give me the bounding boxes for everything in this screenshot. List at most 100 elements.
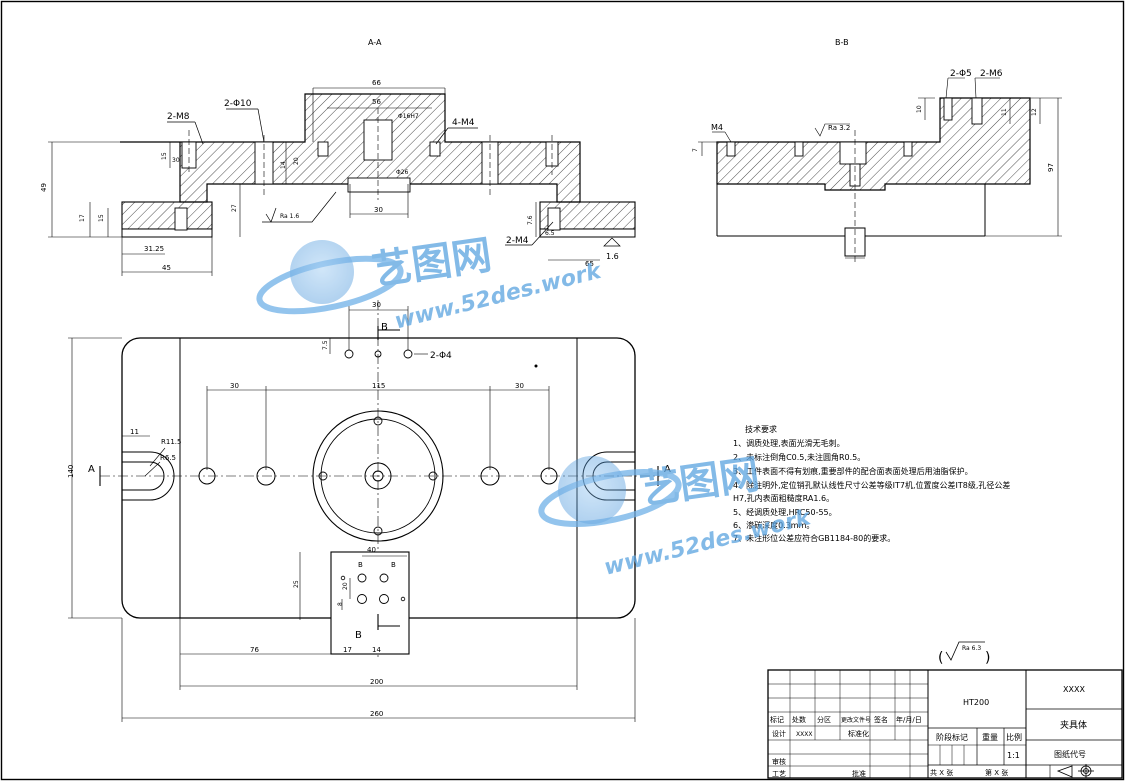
svg-text:): ) [985, 650, 990, 666]
dim-phi26: Φ26 [396, 169, 409, 176]
tb-code: XXXX [1063, 685, 1085, 694]
block-label-b2: B [391, 561, 396, 569]
tech-line-4: 4、除注明外,定位销孔默认线性尺寸公差等级IT7机,位置度公差IT8级,孔径公差 [733, 480, 1010, 490]
tb-mark: 标记 [770, 715, 784, 724]
tb-sheets-total: 共 X 张 [930, 768, 953, 777]
tb-scale-label: 比例 [1006, 732, 1022, 742]
dim-15-left: 15 [161, 152, 168, 160]
callout-2-m6: 2-M6 [980, 69, 1003, 79]
dim-11-bb: 11 [1001, 108, 1008, 116]
dim-45: 45 [162, 264, 171, 272]
dim-40: 40 [367, 546, 376, 554]
tb-design: 设计 [772, 729, 786, 738]
dim-14: 14 [280, 161, 287, 169]
roughness-ra32: Ra 3.2 [828, 124, 850, 132]
dim-30-left-plan: 30 [230, 382, 239, 390]
tech-line-6: 5、经调质处理,HRC50-55。 [733, 507, 837, 517]
tech-heading: 技术要求 [745, 424, 777, 434]
dim-6-5: 6.5 [545, 230, 555, 237]
dim-20: 20 [293, 157, 300, 165]
general-roughness: ( Ra 6.3 ) [938, 641, 990, 666]
callout-2-m4-bottom: 2-M4 [506, 236, 529, 246]
callout-2-phi5: 2-Φ5 [950, 69, 972, 79]
dim-30-top: 30 [372, 301, 381, 309]
tb-standardize: 标准化 [848, 729, 869, 738]
tb-change-doc: 更改文件号 [841, 716, 871, 724]
tb-signature: 签名 [874, 715, 888, 724]
section-marker-b-top: B [381, 322, 388, 333]
dim-7-6: 7.6 [527, 215, 534, 225]
callout-4-m4: 4-M4 [452, 118, 475, 128]
dim-7-bb: 7 [692, 148, 699, 152]
dim-30-aa: 30 [374, 206, 383, 214]
dim-25: 25 [293, 580, 300, 588]
dim-14-plan: 14 [372, 646, 381, 654]
dim-17-plan: 17 [343, 646, 352, 654]
section-marker-a-left: A [88, 464, 95, 475]
tech-line-5: H7,孔内表面粗糙度RA1.6。 [733, 493, 834, 503]
section-bb-body [716, 97, 1031, 191]
watermark-brand-2: 艺图网 [637, 451, 762, 513]
block-label-b1: B [358, 561, 363, 569]
dim-12-bb: 12 [1031, 108, 1038, 116]
roughness-ra63: Ra 6.3 [962, 645, 981, 652]
tb-scale: 1:1 [1007, 751, 1020, 760]
dim-76: 76 [250, 646, 259, 654]
dim-30-left: 30 [172, 157, 180, 164]
tb-material: HT200 [963, 698, 989, 707]
dim-10-bb: 10 [916, 105, 923, 113]
callout-2-phi4: 2-Φ4 [430, 351, 452, 361]
dim-115: 115 [372, 382, 385, 390]
section-bb-view: B-B [692, 38, 1062, 262]
section-aa-view: A-A [40, 38, 636, 276]
tb-designer: XXXX [796, 731, 812, 738]
callout-m4-side: M4 [711, 123, 723, 132]
dim-140: 140 [67, 465, 75, 478]
dim-1-6: 1.6 [606, 252, 619, 261]
technical-requirements: 技术要求 1、调质处理,表面光滑无毛刺。 2、未标注倒角C0.5,未注圆角R0.… [733, 424, 1010, 543]
tb-drawing-no: 图纸代号 [1054, 749, 1086, 759]
dim-49: 49 [40, 183, 48, 192]
dim-65: 65 [585, 260, 594, 268]
tb-process: 工艺 [772, 770, 786, 778]
section-marker-b-bottom: B [355, 630, 362, 641]
tb-sheet-no: 第 X 张 [985, 768, 1008, 777]
section-aa-title: A-A [368, 38, 382, 47]
tb-part-name: 夹具体 [1060, 719, 1087, 731]
tech-line-3: 3、工件表面不得有划痕,重要部件的配合面表面处理后用油脂保护。 [733, 466, 973, 476]
plan-view: 30 7.5 30 115 30 11 140 40 25 20 8 76 17… [67, 300, 671, 722]
section-marker-a-right: A [664, 464, 671, 475]
dim-56: 56 [372, 98, 381, 106]
tech-line-1: 1、调质处理,表面光滑无毛刺。 [733, 438, 845, 448]
dim-260: 260 [370, 710, 383, 718]
tb-review: 审核 [772, 757, 786, 766]
dim-8: 8 [337, 602, 344, 606]
svg-text:(: ( [938, 650, 943, 666]
callout-2-m8: 2-M8 [167, 112, 190, 122]
title-block-text: HT200 XXXX 夹具体 阶段标记 重量 比例 1:1 图纸代号 标记 处数… [770, 685, 1087, 778]
dim-27: 27 [231, 204, 238, 212]
dim-30-right-plan: 30 [515, 382, 524, 390]
dim-phi16h7: Φ16H7 [398, 113, 419, 120]
roughness-ra16: Ra 1.6 [280, 213, 299, 220]
watermark-brand-1: 艺图网 [369, 232, 494, 294]
dim-11: 11 [130, 428, 139, 436]
dim-66: 66 [372, 79, 381, 87]
dim-97-bb: 97 [1047, 163, 1055, 172]
dim-17: 17 [79, 214, 86, 222]
callout-2-phi10: 2-Φ10 [224, 99, 252, 109]
callout-r6-5: R6.5 [160, 454, 176, 462]
tb-weight: 重量 [982, 732, 998, 742]
projection-symbol [1056, 764, 1094, 778]
dim-7-5: 7.5 [322, 340, 329, 350]
dim-31-25: 31.25 [144, 245, 164, 253]
tech-line-8: 7、未注形位公差应符合GB1184-80的要求。 [733, 533, 895, 543]
tb-date: 年/月/日 [896, 715, 922, 724]
callout-r11-5: R11.5 [161, 438, 181, 446]
section-bb-title: B-B [835, 38, 849, 47]
tb-count: 处数 [792, 715, 806, 724]
watermark-1: 艺图网 www.52des.work [256, 232, 605, 334]
title-block [767, 669, 1123, 779]
